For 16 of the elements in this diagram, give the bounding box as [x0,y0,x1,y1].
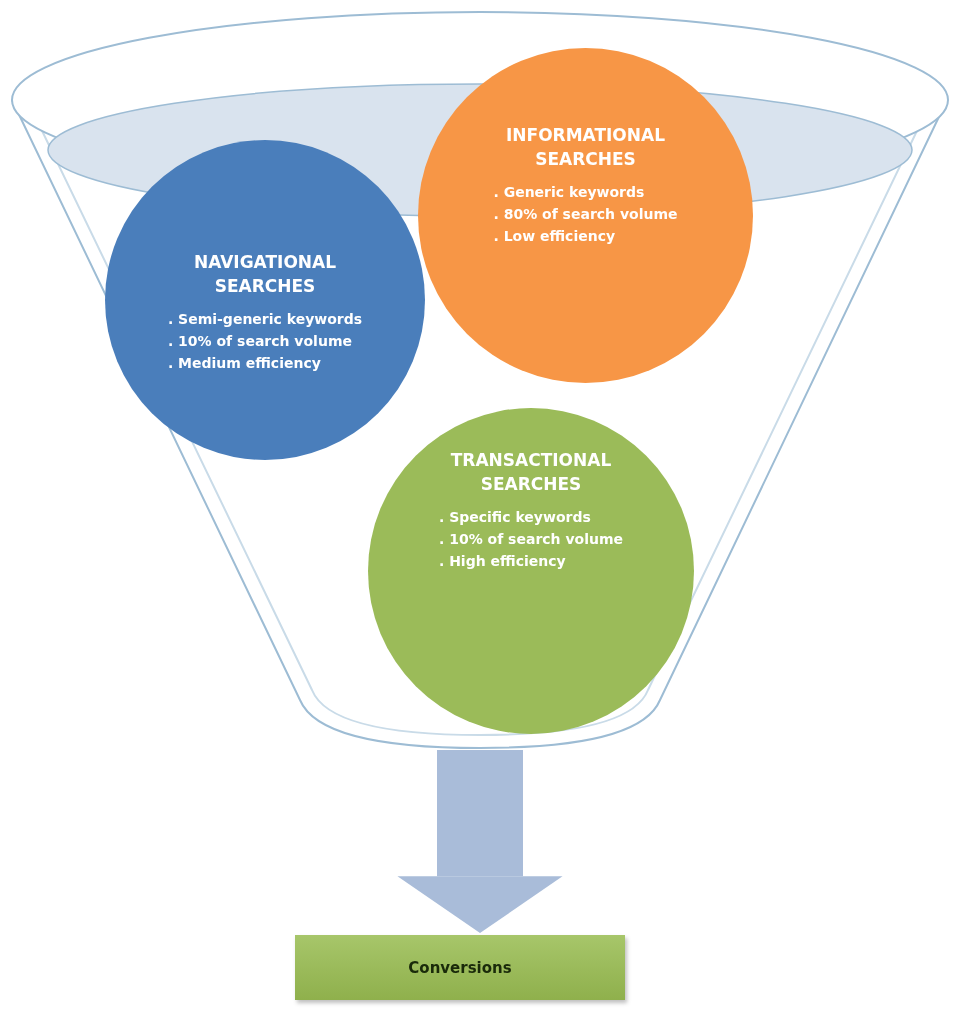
category-heading: TRANSACTIONAL SEARCHES [449,449,613,496]
block-arrow [397,750,563,933]
bullet-item: . High efficiency [438,552,566,571]
category-heading: INFORMATIONAL SEARCHES [504,124,667,171]
bullet-item: . 10% of search volume [167,332,352,351]
result-box [295,935,625,1000]
box-label: Conversions [408,958,512,977]
bullet-item: . Specific keywords [438,508,591,527]
bullet-item: . Semi-generic keywords [167,310,363,329]
funnel-drawing [8,10,951,752]
bullet-item: . 80% of search volume [493,205,678,224]
bullet-item: . Generic keywords [493,183,645,202]
category-heading: NAVIGATIONAL SEARCHES [192,251,338,298]
bullet-item: . Medium efficiency [167,354,321,373]
bullet-item: . 10% of search volume [438,530,624,549]
bullet-item: . Low efficiency [493,227,616,246]
